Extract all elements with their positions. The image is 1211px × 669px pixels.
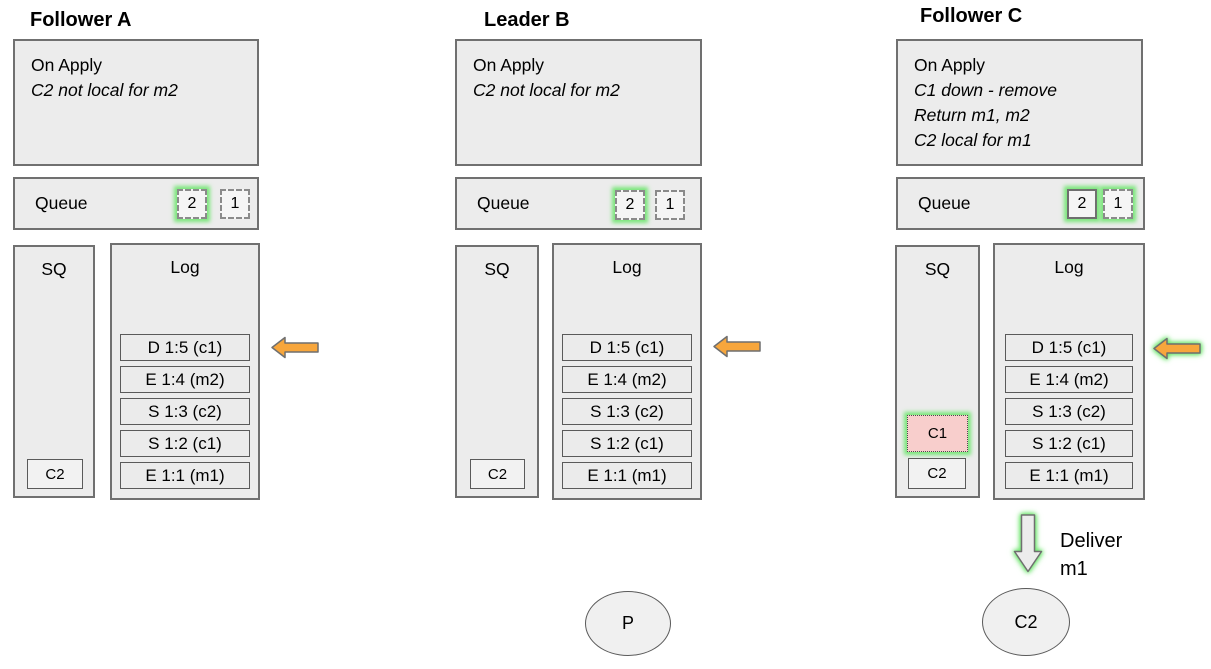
log-entry: E 1:1 (m1) — [120, 462, 250, 489]
log-entry: S 1:3 (c2) — [562, 398, 692, 425]
sq-label: SQ — [41, 259, 67, 279]
on-apply-heading: On Apply — [473, 55, 545, 75]
sq-item-c1-down: C1 — [907, 415, 968, 452]
queue-item-2-a: 2 — [177, 189, 207, 219]
on-apply-note: C2 not local for m2 — [473, 80, 620, 100]
log-entry: E 1:4 (m2) — [1005, 366, 1133, 393]
queue-item-1-b: 1 — [655, 190, 685, 220]
apply-pointer-left-arrow-icon — [271, 336, 319, 359]
sq-box-a: SQ — [13, 245, 95, 498]
column-title-follower-a: Follower A — [30, 9, 132, 31]
sq-item-c2-b: C2 — [470, 459, 525, 489]
log-entry: E 1:1 (m1) — [562, 462, 692, 489]
queue-item-1-a: 1 — [220, 189, 250, 219]
deliver-annotation: Deliver m1 — [1060, 527, 1122, 583]
log-entry: E 1:4 (m2) — [120, 366, 250, 393]
queue-box-c: Queue — [896, 177, 1145, 230]
log-entry: E 1:4 (m2) — [562, 366, 692, 393]
sq-item-c2-c: C2 — [908, 458, 966, 489]
sq-box-c: SQ — [895, 245, 980, 498]
log-entry: S 1:2 (c1) — [562, 430, 692, 457]
sq-label: SQ — [484, 259, 510, 279]
process-node-p: P — [585, 591, 671, 656]
apply-pointer-left-arrow-icon — [713, 335, 761, 358]
on-apply-note: C2 local for m1 — [914, 130, 1032, 150]
queue-item-2-c: 2 — [1067, 189, 1097, 219]
queue-item-1-c: 1 — [1103, 189, 1133, 219]
log-entry: D 1:5 (c1) — [120, 334, 250, 361]
sq-box-b: SQ — [455, 245, 539, 498]
on-apply-note: C2 not local for m2 — [31, 80, 178, 100]
queue-label: Queue — [477, 193, 530, 213]
client-node-c2: C2 — [982, 588, 1070, 656]
on-apply-heading: On Apply — [31, 55, 103, 75]
queue-label: Queue — [35, 193, 88, 213]
column-title-follower-c: Follower C — [920, 5, 1023, 27]
log-entry: S 1:2 (c1) — [1005, 430, 1133, 457]
log-entry: D 1:5 (c1) — [562, 334, 692, 361]
column-title-leader-b: Leader B — [484, 9, 570, 31]
log-label: Log — [170, 257, 200, 277]
queue-label: Queue — [918, 193, 971, 213]
log-entry: D 1:5 (c1) — [1005, 334, 1133, 361]
on-apply-box-c: On Apply C1 down - remove Return m1, m2 … — [896, 39, 1143, 166]
deliver-down-arrow-icon — [1013, 514, 1043, 573]
sq-item-c2-a: C2 — [27, 459, 83, 489]
sq-label: SQ — [924, 259, 951, 279]
apply-pointer-left-arrow-icon — [1153, 337, 1201, 360]
deliver-line-1: Deliver — [1060, 530, 1123, 552]
log-label: Log — [1054, 257, 1084, 277]
on-apply-heading: On Apply — [914, 55, 986, 75]
log-label: Log — [612, 257, 642, 277]
on-apply-box-a: On Apply C2 not local for m2 — [13, 39, 259, 166]
log-entry: S 1:3 (c2) — [120, 398, 250, 425]
on-apply-note: C1 down - remove — [914, 80, 1057, 100]
log-entry: S 1:2 (c1) — [120, 430, 250, 457]
queue-item-2-b: 2 — [615, 190, 645, 220]
queue-box-a: Queue — [13, 177, 259, 230]
on-apply-box-b: On Apply C2 not local for m2 — [455, 39, 702, 166]
deliver-line-2: m1 — [1060, 558, 1088, 580]
on-apply-note: Return m1, m2 — [914, 105, 1030, 125]
log-entry: E 1:1 (m1) — [1005, 462, 1133, 489]
log-entry: S 1:3 (c2) — [1005, 398, 1133, 425]
